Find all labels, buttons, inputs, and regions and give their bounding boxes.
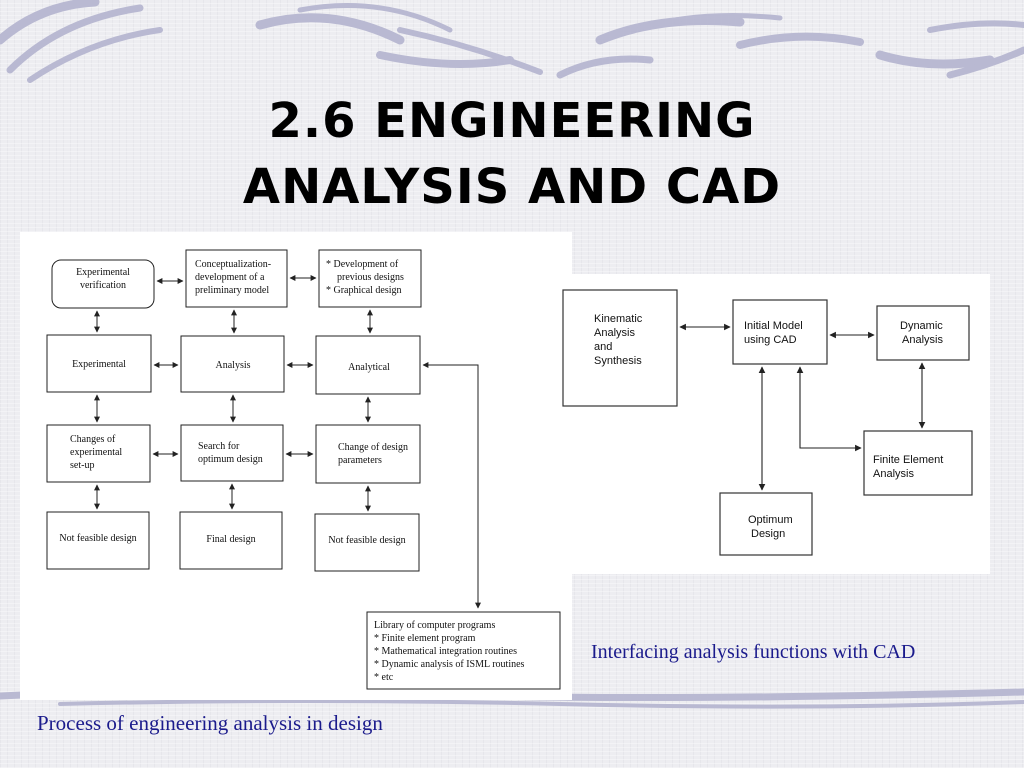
node-development-previous-designs <box>318 249 422 308</box>
label-not-feasible-design-right: Not feasible design <box>328 535 405 546</box>
page-title: 2.6 ENGINEERING ANALYSIS AND CAD <box>100 88 924 220</box>
node-optimum-design <box>719 492 813 556</box>
node-experimental <box>46 334 152 393</box>
node-conceptualization <box>185 249 288 308</box>
node-dynamic-analysis <box>876 305 970 361</box>
caption-engineering-analysis-process: Process of engineering analysis in desig… <box>37 711 383 735</box>
label-library-computer-programs: Library of computer programs* Finite ele… <box>374 620 525 683</box>
title-line-2: ANALYSIS AND CAD <box>242 159 782 215</box>
node-experimental-verification <box>51 259 155 309</box>
node-not-feasible-design-right <box>314 513 420 572</box>
node-initial-model-cad <box>732 299 828 365</box>
node-analysis <box>180 335 285 393</box>
node-search-optimum-design <box>180 424 284 482</box>
node-changes-experimental-setup <box>46 424 151 483</box>
node-finite-element-analysis <box>863 430 973 496</box>
caption-interfacing-analysis: Interfacing analysis functions with CAD <box>591 641 916 663</box>
node-final-design <box>179 511 283 570</box>
node-change-design-parameters <box>315 424 421 484</box>
node-not-feasible-design-left <box>46 511 150 570</box>
node-kinematic-analysis <box>562 289 678 407</box>
label-analysis: Analysis <box>216 360 251 371</box>
label-experimental: Experimental <box>72 359 126 370</box>
swirl-decoration-top <box>0 0 1024 83</box>
label-analytical: Analytical <box>348 362 390 373</box>
node-library-computer-programs <box>366 611 561 690</box>
node-analytical <box>315 335 421 395</box>
title-line-1: 2.6 ENGINEERING <box>268 93 756 149</box>
label-not-feasible-design-left: Not feasible design <box>59 533 136 544</box>
label-final-design: Final design <box>206 534 255 545</box>
